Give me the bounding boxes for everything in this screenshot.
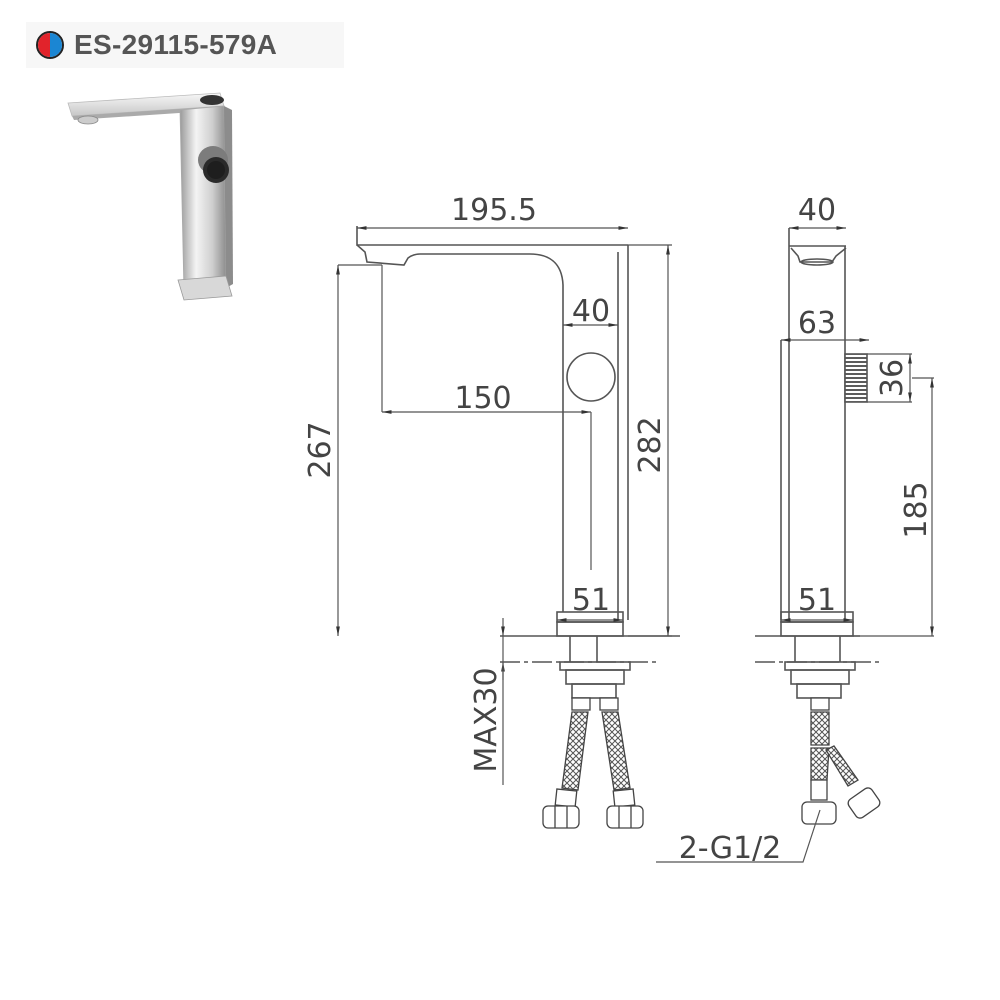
dim-handle-offset: 150 [454, 381, 511, 416]
dim-side-top-width: 40 [798, 193, 836, 228]
dim-spout-length: 195.5 [451, 193, 537, 228]
title-bar: ES-29115-579A [26, 22, 344, 68]
product-photo [67, 92, 233, 301]
dim-max-deck: MAX30 [469, 667, 504, 772]
dim-total-height: 282 [633, 416, 668, 473]
dim-handle-diameter: 36 [875, 359, 910, 397]
front-hoses [542, 697, 644, 829]
hot-cold-indicator-icon [36, 31, 64, 59]
dim-spout-height: 267 [303, 421, 338, 478]
dim-depth-with-handle: 63 [798, 306, 836, 341]
model-code: ES-29115-579A [74, 29, 278, 60]
dim-base-width-side: 51 [798, 583, 836, 618]
dim-hose-thread: 2-G1/2 [679, 831, 782, 866]
side-view [755, 228, 880, 699]
side-hoses [801, 697, 881, 825]
dim-body-width: 40 [572, 294, 610, 329]
front-view [356, 226, 680, 699]
dim-base-width-front: 51 [572, 583, 610, 618]
dim-handle-height: 185 [899, 481, 934, 538]
